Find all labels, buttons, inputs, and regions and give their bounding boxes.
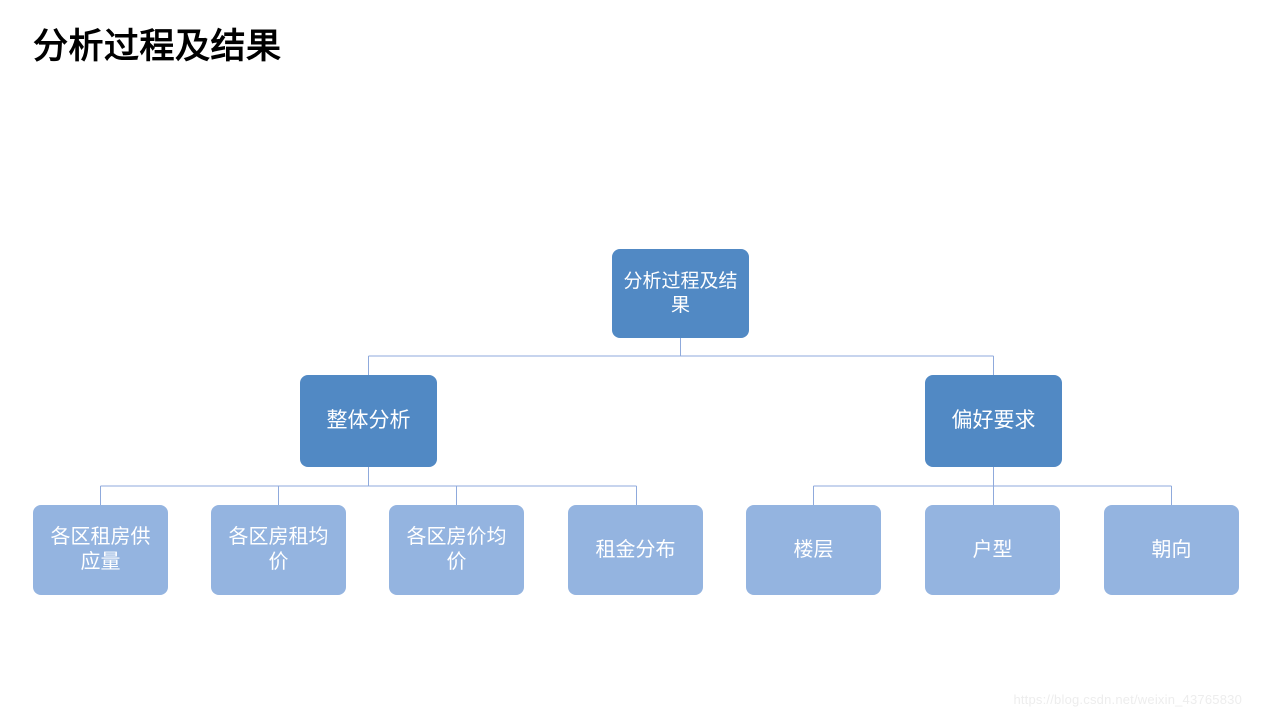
node-leaf-layout[interactable]: 户型 (925, 505, 1060, 595)
node-leaf-layout-label: 户型 (972, 538, 1013, 561)
node-branch-preference-requirements-label: 偏好要求 (951, 408, 1036, 432)
node-branch-overall-analysis[interactable]: 整体分析 (300, 375, 437, 467)
node-root-label: 分析过程及结果 (623, 270, 738, 316)
node-leaf-avg-rent-label: 各区房租均价 (228, 526, 329, 573)
node-branch-overall-analysis-label: 整体分析 (326, 408, 411, 432)
node-leaf-orientation[interactable]: 朝向 (1104, 505, 1239, 595)
node-leaf-rental-supply[interactable]: 各区租房供应量 (33, 505, 168, 595)
node-root[interactable]: 分析过程及结果 (612, 249, 749, 338)
node-leaf-orientation-label: 朝向 (1151, 538, 1192, 561)
node-leaf-avg-house-price[interactable]: 各区房价均价 (389, 505, 524, 595)
node-leaf-avg-house-price-label: 各区房价均价 (406, 526, 507, 573)
watermark: https://blog.csdn.net/weixin_43765830 (1013, 692, 1242, 707)
node-leaf-rent-distribution[interactable]: 租金分布 (568, 505, 703, 595)
node-branch-preference-requirements[interactable]: 偏好要求 (925, 375, 1062, 467)
page-title: 分析过程及结果 (33, 27, 282, 66)
node-leaf-floor[interactable]: 楼层 (746, 505, 881, 595)
node-leaf-rental-supply-label: 各区租房供应量 (50, 526, 151, 573)
node-leaf-avg-rent[interactable]: 各区房租均价 (211, 505, 346, 595)
node-leaf-floor-label: 楼层 (793, 538, 834, 561)
node-leaf-rent-distribution-label: 租金分布 (595, 538, 676, 561)
